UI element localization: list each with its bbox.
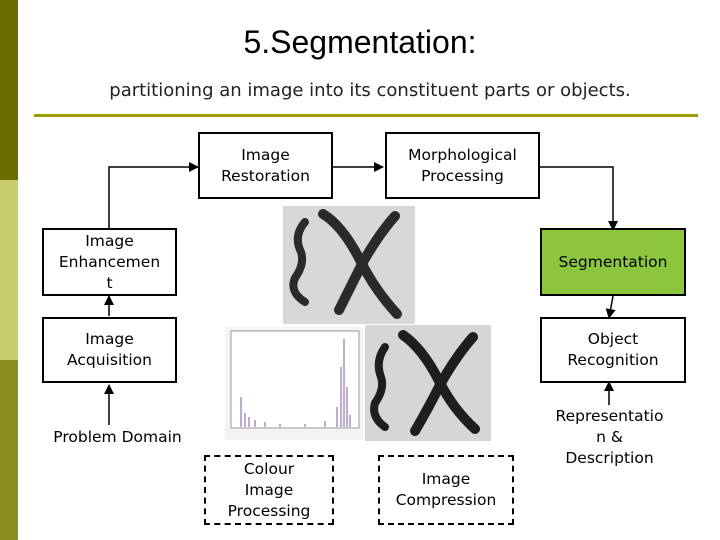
box-image-acquisition: Image Acquisition	[42, 317, 177, 383]
label-representation-description: Representatio n & Description	[555, 407, 664, 467]
arrow-segmentation-to-recognition	[605, 295, 616, 319]
arrow-enhancement-to-restoration	[108, 162, 199, 230]
sidebar-stripe	[0, 0, 18, 540]
histogram-picture	[225, 327, 363, 440]
box-image-restoration: Image Restoration	[198, 132, 333, 199]
box-colour-image-processing: Colour Image Processing	[204, 455, 334, 525]
original-image-picture	[283, 206, 415, 324]
slide-title: 5.Segmentation:	[243, 24, 477, 60]
label-problem-domain: Problem Domain	[53, 428, 182, 446]
box-segmentation: Segmentation	[540, 228, 686, 296]
arrow-morphological-to-segmentation	[540, 166, 618, 231]
box-image-enhancement: Image Enhancemen t	[42, 228, 177, 296]
box-object-recognition: Object Recognition	[540, 317, 686, 383]
slide-subtitle: partitioning an image into its constitue…	[109, 80, 631, 101]
sidebar-segment-dark	[0, 0, 18, 180]
box-morphological-processing: Morphological Processing	[385, 132, 540, 199]
segmented-image-picture	[365, 325, 491, 441]
title-rule	[34, 114, 698, 117]
box-image-compression: Image Compression	[378, 455, 514, 525]
sidebar-segment-light	[0, 180, 18, 360]
sidebar-segment-mid	[0, 360, 18, 540]
